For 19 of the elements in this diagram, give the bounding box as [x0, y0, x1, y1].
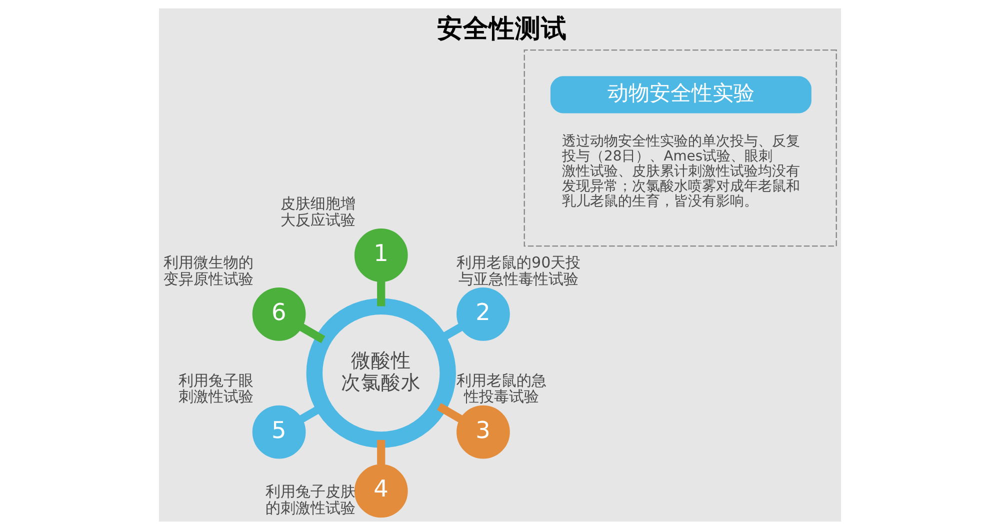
node-circle: 1	[354, 228, 408, 282]
node-label: 利用兔子眼刺激性试验	[178, 372, 253, 406]
connector	[299, 324, 325, 344]
node-circle: 6	[252, 287, 306, 341]
node-label: 利用老鼠的90天投与亚急性毒性试验	[456, 254, 580, 288]
diagram-title: 安全性测试	[436, 14, 566, 44]
node-box: 动物安全性实验 透过动物安全性实验的单次投与、反复投与（28日）、Ames试验、眼刺激性试验、皮肤累计刺激性试验均没有发现异常；次氯酸水喷雾对成年老鼠和乳儿老鼠的生育，皆没有影响。	[523, 50, 836, 247]
node-circle: 2	[456, 287, 510, 341]
connector	[376, 440, 385, 465]
node-circle: 微酸性次氯酸水	[306, 298, 456, 448]
node-circle: 4	[354, 464, 408, 518]
node-label: 利用微生物的变异原性试验	[162, 254, 253, 288]
node-label: 皮肤细胞增大反应试验	[280, 194, 355, 229]
connector	[436, 403, 462, 422]
node-circle: 3	[456, 405, 510, 459]
connector	[376, 282, 385, 306]
node-label: 利用兔子皮肤的刺激性试验	[264, 482, 355, 517]
node-circle: 5	[252, 405, 306, 459]
node-label: 利用老鼠的急性投毒试验	[456, 372, 546, 406]
